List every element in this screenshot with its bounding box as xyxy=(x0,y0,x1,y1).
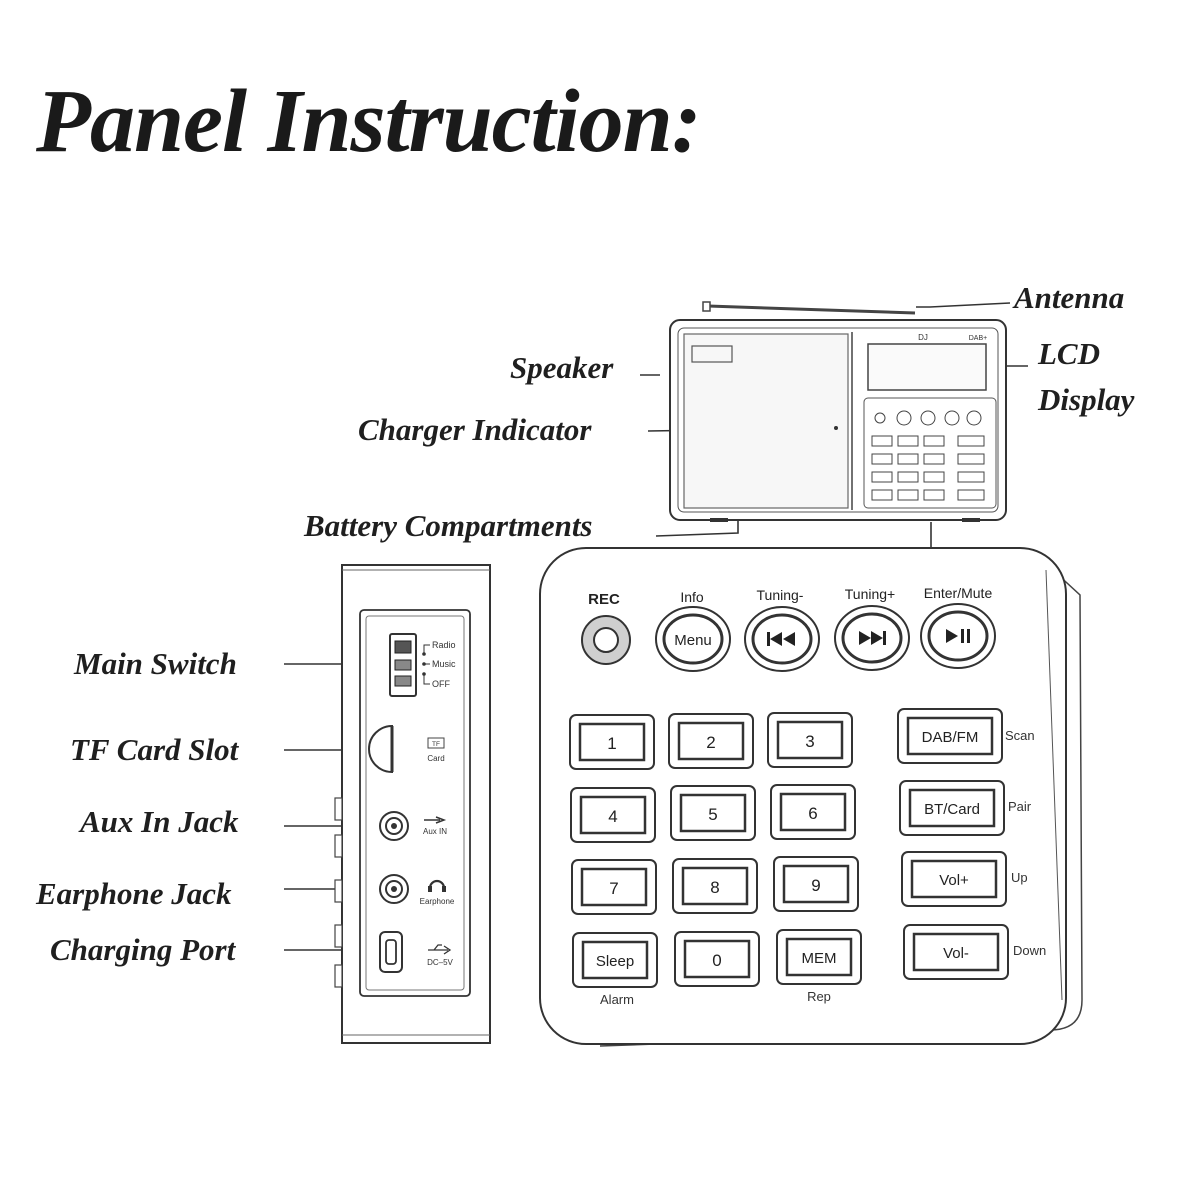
digit-label: 0 xyxy=(712,951,721,970)
switch-off-label: OFF xyxy=(432,679,450,689)
pair-label: Pair xyxy=(1008,799,1032,814)
enter-mute-label: Enter/Mute xyxy=(924,585,993,601)
function-buttons: DAB/FM Scan BT/Card Pair Vol+ Up Vol- Do… xyxy=(897,708,1046,980)
down-label: Down xyxy=(1013,943,1046,958)
tuning-minus-label: Tuning- xyxy=(757,587,804,603)
main-switch-knob[interactable] xyxy=(394,640,412,654)
speaker-brand-plate xyxy=(691,345,733,363)
digit-button-9[interactable]: 9 xyxy=(773,856,859,912)
up-label: Up xyxy=(1011,870,1028,885)
digit-label: 7 xyxy=(609,879,618,898)
speaker-panel xyxy=(683,333,849,509)
enter-mute-button[interactable] xyxy=(920,603,996,669)
tf-card-slot-label: TF Card Slot xyxy=(70,732,239,767)
digit-grid: 1 2 3 4 5 xyxy=(569,712,862,1007)
bt-card-label: BT/Card xyxy=(924,801,980,818)
scan-label: Scan xyxy=(1005,728,1035,743)
tf-card-icon xyxy=(427,737,445,749)
tf-card-slot[interactable] xyxy=(368,724,393,774)
digit-label: 5 xyxy=(708,805,717,824)
speaker-label: Speaker xyxy=(510,350,614,385)
earphone-label: Earphone xyxy=(420,897,455,906)
sleep-button-label: Sleep xyxy=(596,953,634,970)
digit-label: 9 xyxy=(811,876,820,895)
antenna-rod xyxy=(707,304,916,315)
radio-bezel xyxy=(677,327,999,513)
usb-icon xyxy=(428,944,452,955)
switch-radio-label: Radio xyxy=(432,640,456,650)
digit-label: 1 xyxy=(607,734,616,753)
lcd-display xyxy=(867,343,987,391)
digit-label: 2 xyxy=(706,733,715,752)
vol-down-button[interactable]: Vol- xyxy=(903,924,1009,980)
earphone-jack-label: Earphone Jack xyxy=(36,876,232,911)
dab-fm-button[interactable]: DAB/FM xyxy=(897,708,1003,764)
digit-button-8[interactable]: 8 xyxy=(672,858,758,914)
digit-button-2[interactable]: 2 xyxy=(668,713,754,769)
aux-plug-icon xyxy=(424,816,447,824)
keypad-panel: REC Info Tuning- Tuning+ Enter/Mute Menu xyxy=(539,547,1083,1047)
digit-button-4[interactable]: 4 xyxy=(570,787,656,843)
vol-up-button[interactable]: Vol+ xyxy=(901,851,1007,907)
battery-compartments-label: Battery Compartments xyxy=(304,508,593,543)
mem-button-label: MEM xyxy=(802,950,837,967)
antenna-tip xyxy=(702,301,711,312)
charger-indicator-led xyxy=(834,426,838,430)
radio-foot-left xyxy=(710,518,728,522)
side-panel: Radio Music OFF TF Card Aux IN Earphone … xyxy=(334,564,491,1044)
vol-down-label: Vol- xyxy=(943,945,969,962)
bt-card-button[interactable]: BT/Card xyxy=(899,780,1005,836)
antenna-leader xyxy=(916,302,1011,308)
antenna-label: Antenna xyxy=(1014,280,1125,315)
tf-card-label: Card xyxy=(427,754,444,763)
info-label: Info xyxy=(680,589,704,605)
tuning-plus-button[interactable] xyxy=(834,605,910,671)
digit-button-1[interactable]: 1 xyxy=(569,714,655,770)
rep-label: Rep xyxy=(807,989,831,1004)
sleep-button[interactable]: Sleep xyxy=(572,932,658,988)
digit-button-3[interactable]: 3 xyxy=(767,712,853,768)
main-switch-label: Main Switch xyxy=(74,646,237,681)
tuning-plus-label: Tuning+ xyxy=(845,586,895,602)
charger-indicator-label: Charger Indicator xyxy=(358,412,592,447)
page-title: Panel Instruction: xyxy=(36,72,702,171)
digit-button-0[interactable]: 0 xyxy=(674,931,760,987)
digit-label: 3 xyxy=(805,732,814,751)
digit-button-7[interactable]: 7 xyxy=(571,859,657,915)
mini-keys xyxy=(871,410,985,501)
charging-port-label: Charging Port xyxy=(50,932,236,967)
digit-label: 6 xyxy=(808,804,817,823)
rec-label: REC xyxy=(588,591,620,608)
skip-back-icon xyxy=(767,632,795,646)
alarm-label: Alarm xyxy=(600,992,634,1007)
headphone-icon xyxy=(428,879,446,889)
brand-dab: DAB+ xyxy=(969,335,987,342)
tuning-minus-button[interactable] xyxy=(744,606,820,672)
digit-label: 4 xyxy=(608,807,617,826)
aux-in-label: Aux IN xyxy=(423,827,447,836)
digit-button-6[interactable]: 6 xyxy=(770,784,856,840)
digit-button-5[interactable]: 5 xyxy=(670,785,756,841)
play-pause-icon xyxy=(946,629,970,643)
mem-button[interactable]: MEM xyxy=(776,929,862,985)
switch-music-label: Music xyxy=(432,659,456,669)
dab-fm-label: DAB/FM xyxy=(922,729,979,746)
menu-button-label: Menu xyxy=(674,632,712,649)
dc-5v-label: DC–5V xyxy=(427,958,453,967)
menu-button[interactable]: Menu xyxy=(655,606,731,672)
battery-compartments-leader xyxy=(655,519,739,537)
aux-in-jack-label: Aux In Jack xyxy=(80,804,239,839)
tf-badge-label: TF xyxy=(432,741,440,748)
skip-forward-icon xyxy=(859,631,886,645)
lcd-label-line2: Display xyxy=(1038,382,1135,417)
radio-foot-right xyxy=(962,518,980,522)
brand-dj: DJ xyxy=(918,333,928,342)
lcd-label-line1: LCD xyxy=(1038,336,1100,371)
vol-up-label: Vol+ xyxy=(939,872,969,889)
digit-label: 8 xyxy=(710,878,719,897)
radio-front-view: DJ DAB+ xyxy=(669,301,1007,522)
